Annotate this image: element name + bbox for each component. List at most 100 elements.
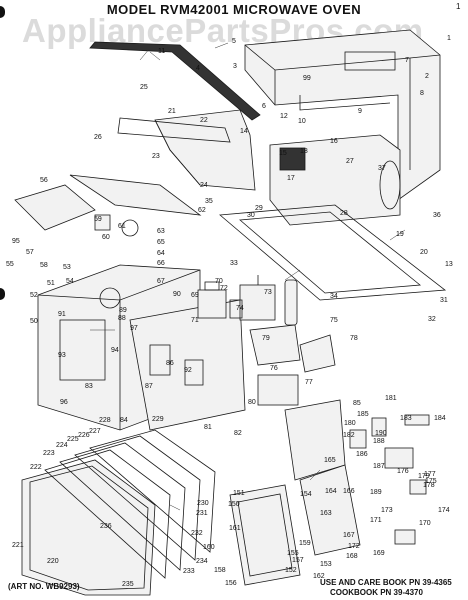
control-chassis-drawing xyxy=(129,299,246,431)
part-callout-231: 231 xyxy=(196,510,208,517)
part-callout-184: 184 xyxy=(434,415,446,422)
part-callout-86: 86 xyxy=(166,360,174,367)
part-callout-84: 84 xyxy=(120,417,128,424)
part-callout-155: 155 xyxy=(287,550,299,557)
part-callout-60: 60 xyxy=(102,234,110,241)
part-callout-69: 69 xyxy=(191,292,199,299)
part-callout-224: 224 xyxy=(56,442,68,449)
part-callout-99: 99 xyxy=(303,75,311,82)
part-callout-16: 16 xyxy=(330,138,338,145)
part-callout-226: 226 xyxy=(78,432,90,439)
part-callout-165: 165 xyxy=(324,457,336,464)
relay-box-drawing xyxy=(257,374,299,406)
part-callout-190: 190 xyxy=(375,430,387,437)
part-callout-169: 169 xyxy=(373,550,385,557)
part-callout-94: 94 xyxy=(111,347,119,354)
part-callout-20: 20 xyxy=(420,249,428,256)
part-callout-178: 178 xyxy=(423,482,435,489)
part-callout-172: 172 xyxy=(348,543,360,550)
part-callout-35: 35 xyxy=(205,198,213,205)
part-callout-162: 162 xyxy=(313,573,325,580)
part-callout-189: 189 xyxy=(370,489,382,496)
part-callout-6: 6 xyxy=(262,103,266,110)
capacitor-drawing xyxy=(284,279,298,326)
part-callout-1: 1 xyxy=(447,35,451,42)
part-callout-88: 88 xyxy=(118,315,126,322)
part-callout-54: 54 xyxy=(66,278,74,285)
part-callout-90: 90 xyxy=(173,291,181,298)
cookbook-note: COOKBOOK PN 39-4370 xyxy=(330,588,423,597)
binder-hole-mark xyxy=(0,288,5,300)
blower-cover-drawing xyxy=(14,174,202,237)
part-callout-61: 61 xyxy=(118,223,126,230)
part-callout-182: 182 xyxy=(343,432,355,439)
part-callout-70: 70 xyxy=(215,278,223,285)
part-callout-78: 78 xyxy=(350,335,358,342)
part-callout-75: 75 xyxy=(330,317,338,324)
part-callout-228: 228 xyxy=(99,417,111,424)
part-callout-2: 2 xyxy=(425,73,429,80)
part-callout-15: 15 xyxy=(279,150,287,157)
part-callout-59: 59 xyxy=(94,216,102,223)
leader-lines xyxy=(90,42,406,511)
part-callout-13: 13 xyxy=(445,261,453,268)
part-callout-180: 180 xyxy=(344,420,356,427)
part-callout-179: 179 xyxy=(418,473,430,480)
door-assembly-drawing xyxy=(21,429,216,596)
part-callout-64: 64 xyxy=(157,250,165,257)
part-callout-183: 183 xyxy=(400,415,412,422)
binder-hole-mark xyxy=(0,6,5,18)
part-callout-173: 173 xyxy=(381,507,393,514)
part-callout-227: 227 xyxy=(89,428,101,435)
part-callout-235: 235 xyxy=(122,581,134,588)
part-callout-55: 55 xyxy=(6,261,14,268)
part-callout-73: 73 xyxy=(264,289,272,296)
part-callout-233: 233 xyxy=(183,568,195,575)
part-callout-81: 81 xyxy=(204,424,212,431)
part-callout-11: 11 xyxy=(158,48,165,55)
part-callout-96: 96 xyxy=(60,399,68,406)
part-callout-9: 9 xyxy=(358,108,362,115)
part-callout-166: 166 xyxy=(343,488,355,495)
part-callout-159: 159 xyxy=(299,540,311,547)
part-callout-236: 236 xyxy=(100,523,112,530)
part-callout-91: 91 xyxy=(58,311,66,318)
vent-grille-drawing xyxy=(89,41,261,121)
part-callout-93: 93 xyxy=(58,352,66,359)
duct-assembly-drawing xyxy=(117,109,256,191)
part-callout-25: 25 xyxy=(140,84,148,91)
part-callout-97: 97 xyxy=(130,325,138,332)
part-callout-19: 19 xyxy=(396,231,404,238)
part-callout-29: 29 xyxy=(255,205,263,212)
part-callout-95: 95 xyxy=(12,238,20,245)
part-callout-76: 76 xyxy=(270,365,278,372)
part-callout-33: 33 xyxy=(230,260,238,267)
part-callout-161: 161 xyxy=(229,525,241,532)
part-callout-230: 230 xyxy=(197,500,209,507)
part-callout-152: 152 xyxy=(285,567,297,574)
part-callout-65: 65 xyxy=(157,239,165,246)
part-callout-57: 57 xyxy=(26,249,34,256)
part-callout-27: 27 xyxy=(346,158,354,165)
part-callout-51: 51 xyxy=(47,280,55,287)
part-callout-74: 74 xyxy=(236,305,244,312)
part-callout-85: 85 xyxy=(353,400,361,407)
part-callout-34: 34 xyxy=(330,293,338,300)
part-callout-177: 177 xyxy=(424,471,436,478)
part-callout-56: 56 xyxy=(40,177,48,184)
part-callout-24: 24 xyxy=(200,182,208,189)
part-callout-234: 234 xyxy=(196,558,208,565)
part-callout-232: 232 xyxy=(191,530,203,537)
tray-panel-drawing xyxy=(219,204,447,301)
part-callout-80: 80 xyxy=(248,399,256,406)
part-callout-53: 53 xyxy=(63,264,71,271)
part-callout-77: 77 xyxy=(305,379,313,386)
part-callout-185: 185 xyxy=(357,411,369,418)
part-callout-28: 28 xyxy=(340,210,348,217)
part-callout-164: 164 xyxy=(325,488,337,495)
diagram-title: MODEL RVM42001 MICROWAVE OVEN xyxy=(106,2,362,17)
part-callout-154: 154 xyxy=(300,491,312,498)
part-callout-12: 12 xyxy=(280,113,288,120)
switch-parts-drawing xyxy=(349,414,430,545)
